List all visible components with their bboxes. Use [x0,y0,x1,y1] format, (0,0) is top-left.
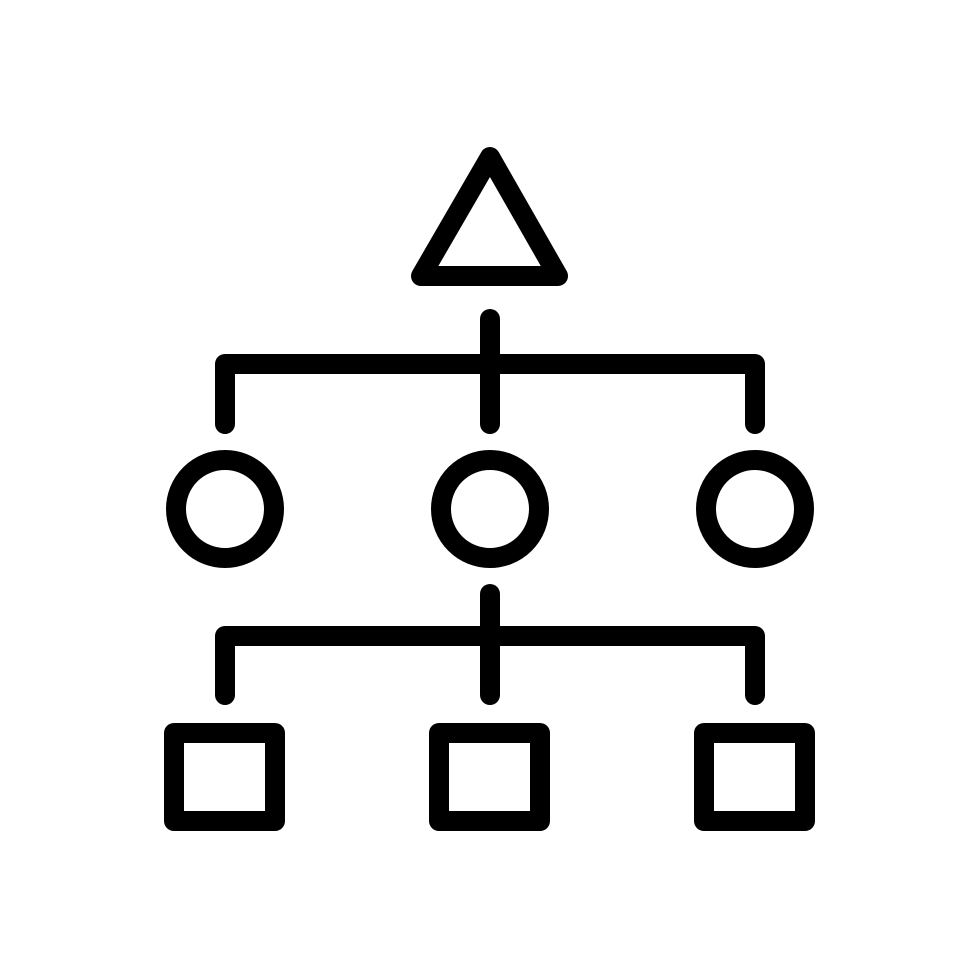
square-node-right-icon [694,723,815,831]
connector-bracket-top [215,354,765,434]
circle-node-left-icon [166,450,284,568]
circle-node-right-icon [696,450,814,568]
triangle-node-icon [411,147,568,286]
square-node-left-icon [164,723,285,831]
square-node-center-icon [429,723,550,831]
connector-bracket-bottom [215,626,765,705]
circle-node-center-icon [431,450,549,568]
icon-strokes [164,147,815,831]
